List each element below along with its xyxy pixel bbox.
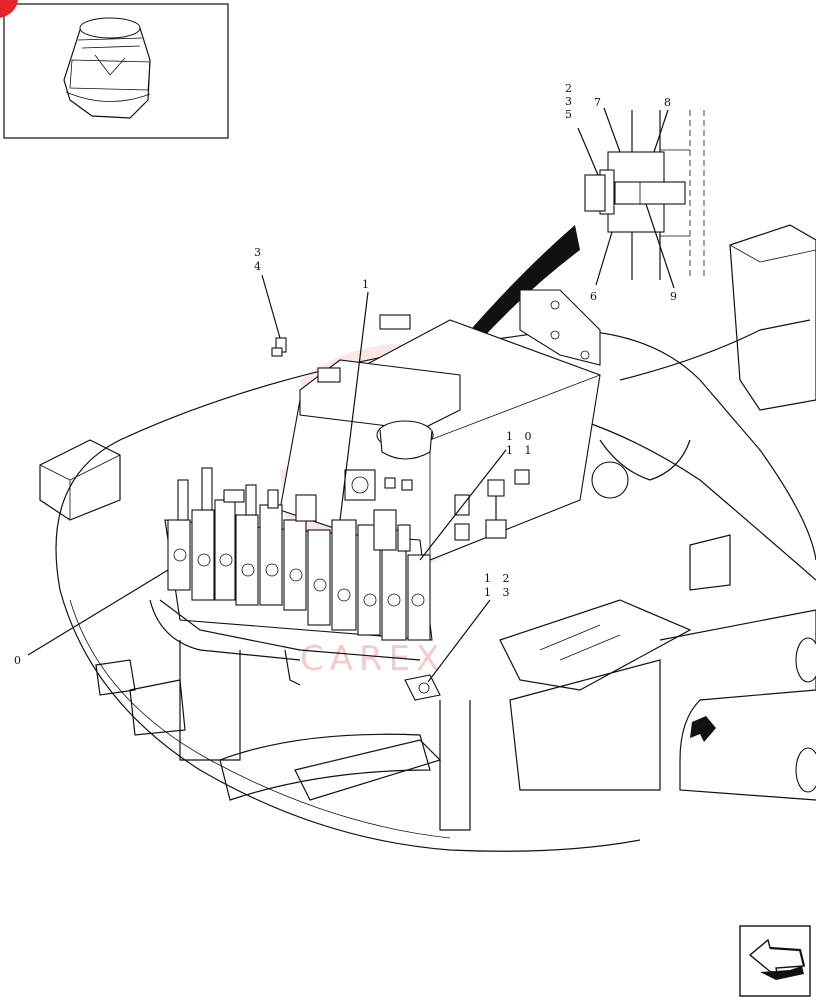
label-1: 1	[362, 278, 373, 291]
label-13: 1 3	[484, 586, 514, 599]
control-valve-block	[159, 467, 441, 701]
label-6: 6	[590, 290, 601, 303]
label-9: 9	[670, 290, 681, 303]
direction-marker-small	[690, 716, 716, 742]
cab-thumbnail-icon	[63, 17, 151, 119]
hydraulic-tank	[279, 289, 601, 561]
turntable-frame	[39, 224, 816, 852]
fastener-detail-inset	[584, 110, 705, 280]
navigation-arrow-icon	[748, 938, 806, 980]
label-4: 4	[254, 260, 265, 273]
navigation-arrow-button[interactable]	[739, 925, 811, 997]
label-3b: 3	[254, 246, 265, 259]
label-11: 1 1	[506, 444, 536, 457]
watermark-text: CAREX	[300, 639, 445, 679]
leader-lines	[27, 107, 675, 683]
label-7: 7	[594, 96, 605, 109]
label-2: 2	[565, 82, 576, 95]
red-corner-marker	[0, 0, 18, 18]
bolt-item	[271, 337, 287, 357]
label-5: 5	[565, 108, 576, 121]
label-0: 0	[14, 654, 25, 667]
thumbnail-box[interactable]	[3, 3, 229, 139]
label-12: 1 2	[484, 572, 514, 585]
callout-labels: 0 1 2 3 5 7 8 6 9 3 4 1 0 1 1 1 2 1 3	[14, 82, 681, 667]
label-8: 8	[664, 96, 675, 109]
label-10: 1 0	[506, 430, 536, 443]
label-3: 3	[565, 95, 576, 108]
